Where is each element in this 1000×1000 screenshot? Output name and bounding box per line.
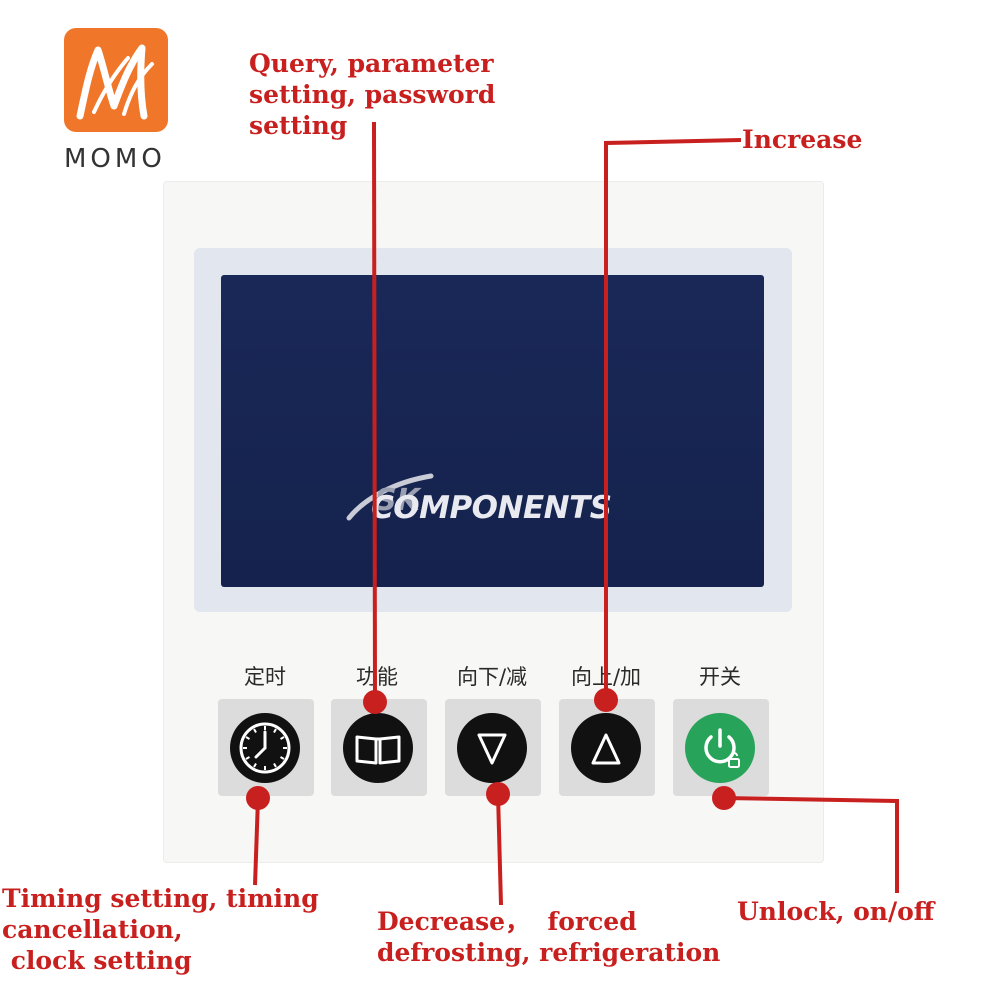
timer-button[interactable] <box>218 699 314 796</box>
controller-device: SK COMPONENTS 定时 功能 向下/减 向上/加 开关 <box>163 181 824 863</box>
triangle-down-icon <box>457 713 527 783</box>
lcd-screen <box>221 275 764 587</box>
callout-line-timing <box>253 797 260 886</box>
callout-line-unlock <box>723 796 899 893</box>
timer-button-label: 定时 <box>244 665 286 689</box>
display-bezel <box>194 248 792 612</box>
up-button[interactable] <box>559 699 655 796</box>
annotation-decrease: Decrease， forced defrosting, refrigerati… <box>377 907 721 967</box>
momo-logo-mark <box>64 28 168 132</box>
down-button[interactable] <box>445 699 541 796</box>
power-button-label: 开关 <box>699 665 741 689</box>
annotation-query: Query, parameter setting, password setti… <box>249 49 496 140</box>
logo-text: MOMO <box>64 144 166 174</box>
brand-swoosh-icon: SK <box>346 473 434 521</box>
book-icon <box>343 713 413 783</box>
callout-dot-decrease <box>486 782 510 806</box>
annotation-timing: Timing setting, timing cancellation, clo… <box>2 884 319 975</box>
down-button-label: 向下/减 <box>456 665 528 689</box>
svg-text:SK: SK <box>375 483 423 518</box>
triangle-up-icon <box>571 713 641 783</box>
callout-dot-increase <box>594 688 618 712</box>
annotation-increase: Increase <box>742 125 863 154</box>
function-button[interactable] <box>331 699 427 796</box>
callout-dot-unlock <box>712 786 736 810</box>
callout-dot-timing <box>246 786 270 810</box>
annotation-unlock: Unlock, on/off <box>737 897 935 926</box>
brand-watermark: COMPONENTS <box>371 490 612 526</box>
function-button-label: 功能 <box>356 665 398 689</box>
callout-line-query <box>372 121 377 703</box>
power-unlock-icon <box>685 713 755 783</box>
clock-icon <box>230 713 300 783</box>
callout-line-increase <box>604 138 742 700</box>
callout-dot-query <box>363 690 387 714</box>
logo: MOMO <box>0 0 235 218</box>
power-button[interactable] <box>673 699 769 796</box>
callout-line-decrease <box>496 793 503 906</box>
